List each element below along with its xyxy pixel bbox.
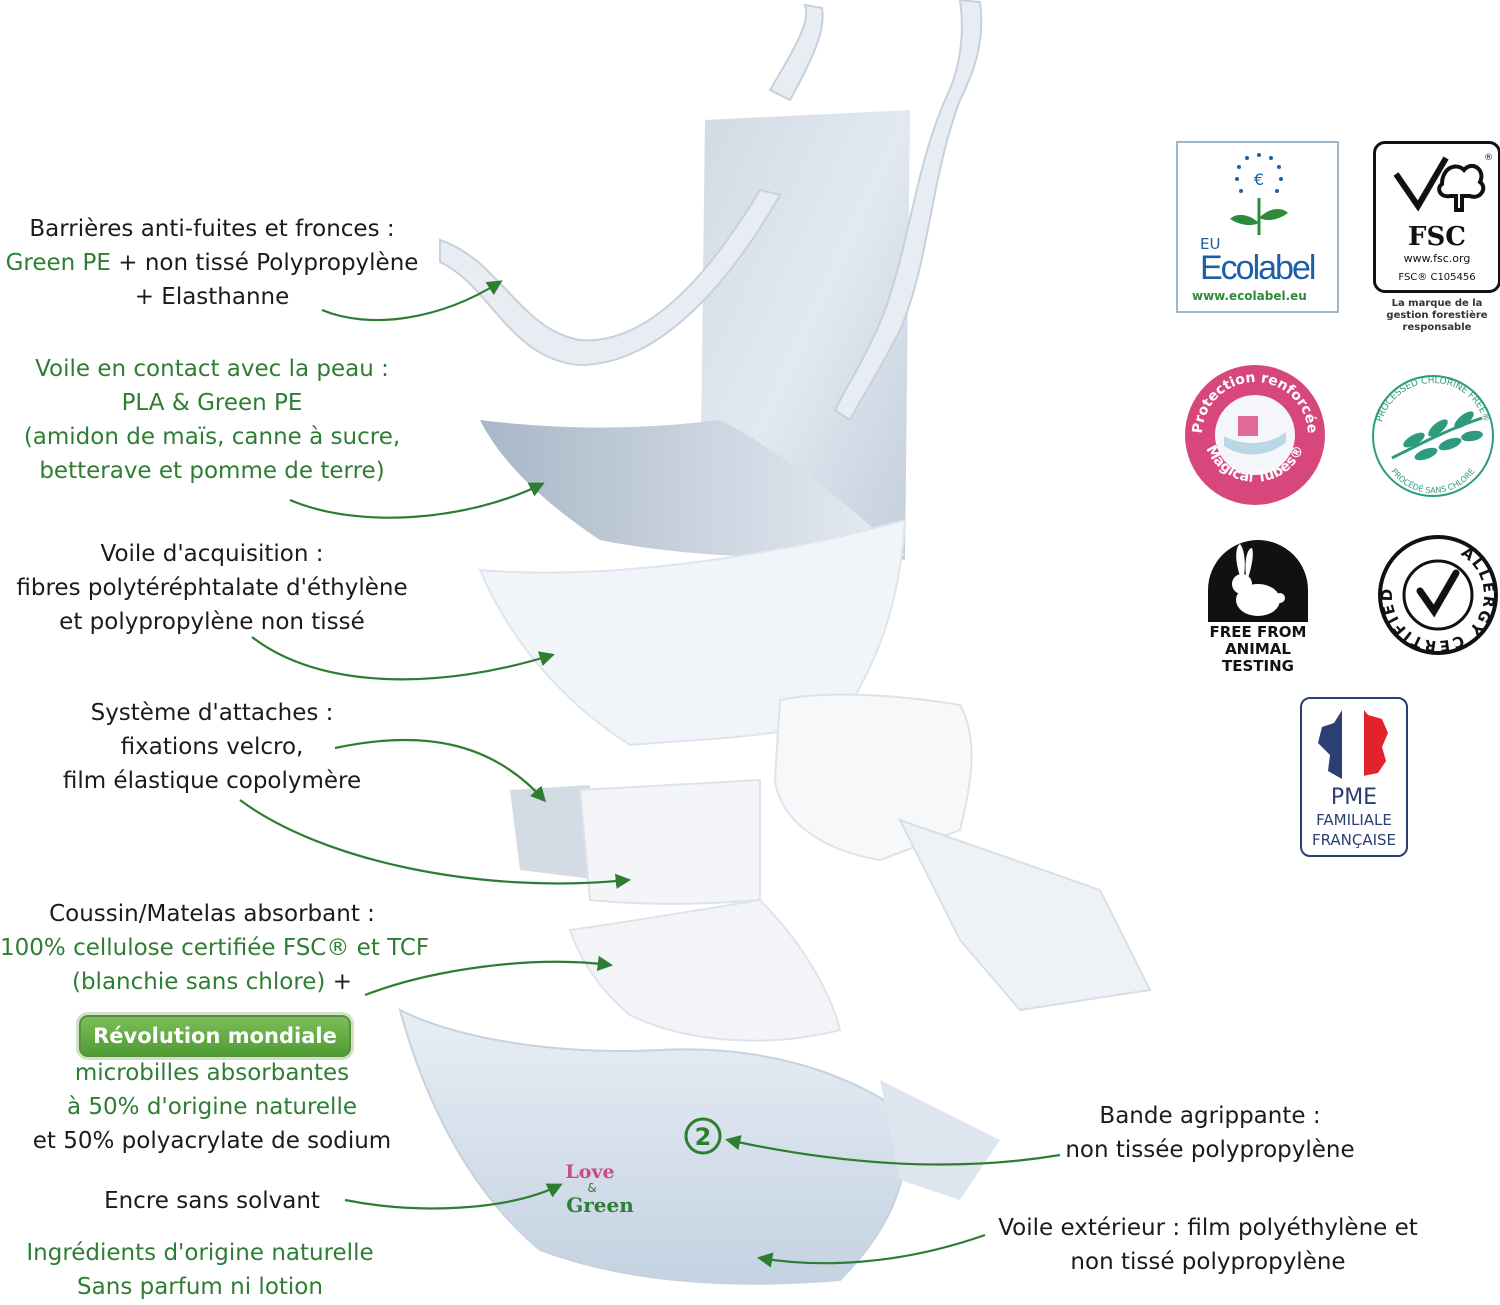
ingredients-line1: Ingrédients d'origine naturelle — [26, 1240, 374, 1266]
fsc-name: FSC — [1408, 222, 1466, 252]
annotation-attaches: Système d'attaches : fixations velcro, f… — [0, 696, 424, 798]
annotation-voile-contact: Voile en contact avec la peau : PLA & Gr… — [0, 352, 424, 488]
arrow-barrieres — [321, 280, 503, 322]
voile-contact-line2: PLA & Green PE — [121, 390, 303, 416]
barrieres-line2-rest: + non tissé Polypropylène — [110, 250, 419, 276]
fsc-logo: ® FSC www.fsc.org FSC® C105456 — [1373, 141, 1500, 293]
barrieres-line2: Green PE + non tissé Polypropylène — [0, 246, 424, 280]
attaches-line1: Système d'attaches : — [90, 700, 334, 726]
absorbent-core — [568, 898, 842, 1042]
rabbit-seal — [1208, 540, 1308, 622]
pme-line3: FRANÇAISE — [1311, 831, 1397, 849]
arrow-coussin — [364, 955, 614, 997]
coussin-line3: (blanchie sans chlore) + — [0, 965, 424, 999]
encre-line1: Encre sans solvant — [104, 1188, 320, 1214]
chlorine-free-seal: PROCESSED CHLORINE FREE® PROCÉDÉ SANS CH… — [1372, 375, 1494, 497]
arrow-attaches — [334, 738, 547, 803]
fsc-code: FSC® C105456 — [1398, 272, 1476, 283]
annotation-ingredients: Ingrédients d'origine naturelle Sans par… — [0, 1236, 400, 1304]
annotation-encre: Encre sans solvant — [0, 1184, 424, 1218]
pme-line1: PME — [1330, 785, 1378, 810]
pme-logo: PME FAMILIALE FRANÇAISE — [1300, 697, 1408, 857]
barrieres-line3: + Elasthanne — [134, 284, 290, 310]
voile-contact-line3: (amidon de maïs, canne à sucre, — [23, 424, 401, 450]
bande-line1: Bande agrippante : — [1099, 1103, 1321, 1129]
size-number: 2 — [695, 1123, 712, 1151]
voile-acquisition-line3: et polypropylène non tissé — [59, 609, 365, 635]
coussin-line2: 100% cellulose certifiée FSC® et TCF — [0, 935, 430, 961]
fsc-url: www.fsc.org — [1403, 252, 1471, 265]
france-map-icon — [1318, 705, 1388, 779]
ecolabel-logo: € EU Ecolabel www.ecolabel.eu — [1176, 141, 1339, 313]
arrow-attaches-2 — [239, 799, 632, 889]
leak-barrier-ribbon-right — [833, 0, 983, 422]
arrow-voile-contact — [289, 482, 545, 519]
bande-line2: non tissée polypropylène — [1065, 1137, 1355, 1163]
coussin-line5: microbilles absorbantes — [74, 1060, 350, 1086]
brand-love: Love — [565, 1161, 614, 1183]
fastening-side-tab — [510, 785, 600, 880]
ingredients-line2: Sans parfum ni lotion — [77, 1274, 323, 1300]
ecolabel-eu: EU — [1200, 235, 1221, 253]
allergy-certified-seal: ALLERGY CERTIFIED — [1378, 535, 1498, 655]
arrow-encre — [344, 1183, 563, 1210]
annotation-voile-exterieur: Voile extérieur : film polyéthylène et n… — [968, 1211, 1448, 1279]
attaches-line2: fixations velcro, — [120, 734, 304, 760]
coussin-line6: à 50% d'origine naturelle — [66, 1094, 357, 1120]
annotation-barrieres: Barrières anti-fuites et fronces : Green… — [0, 212, 424, 314]
magical-tubes-seal: Protection renforcée Magical Tubes® — [1185, 365, 1325, 505]
leak-barrier-ribbon-top — [768, 3, 824, 102]
checkmark-icon — [1416, 569, 1460, 618]
fsc-note: La marque de la gestion forestière respo… — [1386, 298, 1488, 333]
arrow-voile-exterieur — [756, 1233, 986, 1268]
outer-shell-wing — [880, 1080, 1000, 1200]
olive-branch-icon — [1391, 411, 1483, 461]
brand-amp: & — [587, 1181, 596, 1195]
ecolabel-flower-icon: € — [1230, 153, 1288, 235]
arrow-voile-acquisition — [251, 636, 555, 681]
coussin-line1: Coussin/Matelas absorbant : — [49, 901, 375, 927]
coussin-line3-rest: + — [325, 969, 352, 995]
fsc-tree-check-icon: ® — [1393, 153, 1493, 212]
annotation-voile-acquisition: Voile d'acquisition : fibres polytérépht… — [0, 537, 424, 639]
annotation-microbilles: microbilles absorbantes à 50% d'origine … — [0, 1056, 424, 1158]
animal-testing-line3: TESTING — [1222, 657, 1294, 675]
barrieres-green-pe: Green PE — [5, 250, 111, 276]
side-wing-right — [898, 818, 1152, 1012]
animal-testing-text: FREE FROM ANIMAL TESTING — [1197, 624, 1319, 675]
coussin-line7: et 50% polyacrylate de sodium — [32, 1128, 392, 1154]
pme-line2: FAMILIALE — [1316, 811, 1392, 829]
voile-contact-line4: betterave et pomme de terre) — [39, 458, 385, 484]
annotation-bande: Bande agrippante : non tissée polypropyl… — [1040, 1099, 1380, 1167]
skin-contact-sheet — [480, 420, 905, 558]
attaches-line3: film élastique copolymère — [62, 768, 362, 794]
leak-barrier-ribbon-left — [439, 188, 782, 367]
brand-green: Green — [566, 1193, 634, 1217]
ecolabel-name: Ecolabel — [1200, 249, 1316, 287]
voile-acquisition-line2: fibres polytéréphtalate d'éthylène — [16, 575, 408, 601]
voile-exterieur-line1: Voile extérieur : film polyéthylène et — [998, 1215, 1418, 1241]
annotation-coussin: Coussin/Matelas absorbant : 100% cellulo… — [0, 897, 430, 999]
ecolabel-url: www.ecolabel.eu — [1192, 289, 1307, 303]
rabbit-icon — [1232, 544, 1285, 616]
voile-exterieur-line2: non tissé polypropylène — [1070, 1249, 1346, 1275]
fastening-velcro — [773, 693, 973, 862]
barrieres-title: Barrières anti-fuites et fronces : — [29, 216, 395, 242]
size-number-circle — [684, 1117, 722, 1155]
voile-contact-line1: Voile en contact avec la peau : — [35, 356, 389, 382]
svg-text:€: € — [1254, 170, 1264, 189]
arrow-bande — [724, 1135, 1061, 1166]
magical-tubes-icon — [1224, 432, 1286, 455]
coussin-line3-green: (blanchie sans chlore) — [71, 969, 326, 995]
svg-text:®: ® — [1484, 153, 1493, 163]
animal-testing-line2: ANIMAL — [1225, 640, 1291, 658]
revolution-badge: Révolution mondiale — [76, 1012, 354, 1060]
animal-testing-line1: FREE FROM — [1209, 623, 1307, 641]
outer-shell — [398, 1008, 907, 1285]
voile-acquisition-line1: Voile d'acquisition : — [100, 541, 324, 567]
